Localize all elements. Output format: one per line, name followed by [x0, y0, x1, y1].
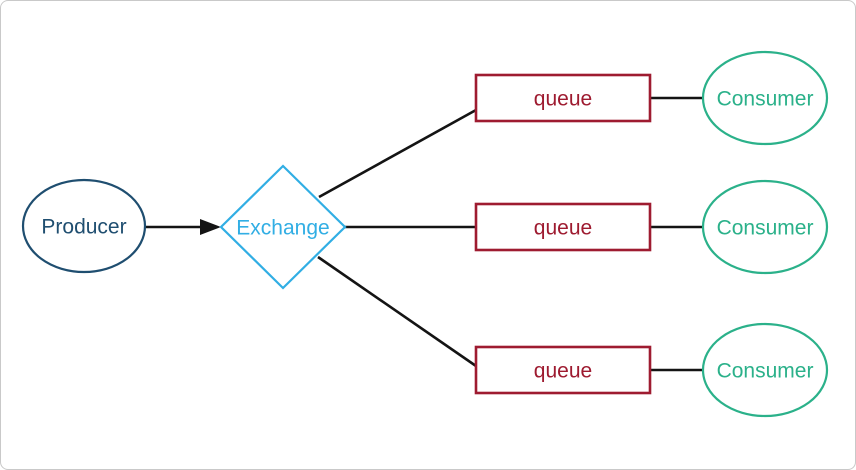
consumer-node-3: Consumer	[701, 322, 829, 418]
consumer-label: Consumer	[717, 360, 814, 383]
consumer-node-2: Consumer	[701, 179, 829, 275]
consumer-ellipse	[701, 50, 829, 146]
queue-label: queue	[534, 360, 592, 383]
queue-rect	[474, 73, 652, 123]
consumer-ellipse	[701, 322, 829, 418]
queue-node-1: queue	[474, 73, 652, 123]
consumer-label: Consumer	[717, 88, 814, 111]
queue-label: queue	[534, 88, 592, 111]
edge-exchange-to-queue-3	[317, 255, 477, 368]
queue-node-3: queue	[474, 345, 652, 395]
exchange-diamond	[219, 164, 347, 290]
producer-ellipse	[21, 178, 147, 274]
exchange-label: Exchange	[236, 217, 329, 240]
exchange-node: Exchange	[219, 164, 347, 290]
queue-node-2: queue	[474, 202, 652, 252]
edge-exchange-to-queue-1	[318, 108, 477, 199]
producer-node: Producer	[21, 178, 147, 274]
arrowhead-icon	[200, 219, 221, 235]
consumer-ellipse	[701, 179, 829, 275]
queue-label: queue	[534, 217, 592, 240]
producer-label: Producer	[41, 216, 126, 239]
consumer-label: Consumer	[717, 217, 814, 240]
queue-rect	[474, 202, 652, 252]
consumer-node-1: Consumer	[701, 50, 829, 146]
queue-rect	[474, 345, 652, 395]
